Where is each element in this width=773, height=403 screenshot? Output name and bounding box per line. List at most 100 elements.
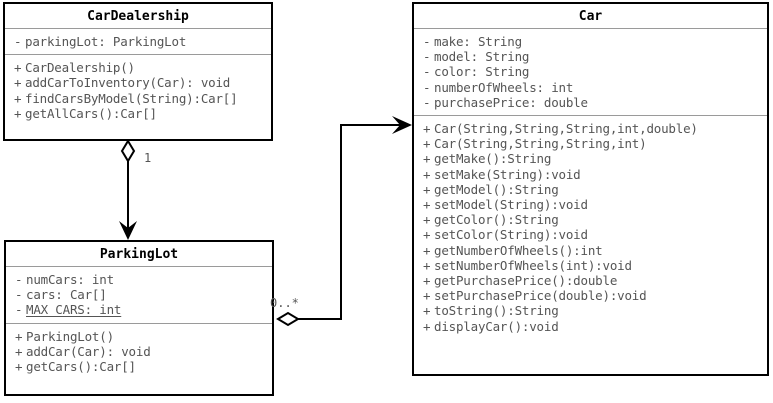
aggregation-line-orthogonal <box>296 124 410 320</box>
aggregation-diamond-parkinglot <box>276 311 300 327</box>
visibility-marker: + <box>423 257 431 273</box>
member-signature: setModel(String):void <box>434 197 588 213</box>
multiplicity-label-parkinglot-car: 0..* <box>270 296 299 310</box>
visibility-marker: + <box>423 121 431 137</box>
method-row: +addCarToInventory(Car): void <box>5 75 271 90</box>
member-signature: ParkingLot() <box>26 328 114 344</box>
method-row: +setMake(String):void <box>414 167 767 182</box>
class-title-car: Car <box>578 9 603 24</box>
methods-compartment-car-dealership: +CarDealership() +addCarToInventory(Car)… <box>5 55 271 126</box>
class-title-car-dealership: CarDealership <box>87 9 189 24</box>
visibility-marker: - <box>423 49 431 65</box>
visibility-marker: + <box>423 273 431 289</box>
method-row: +addCar(Car): void <box>6 344 272 359</box>
visibility-marker: + <box>15 343 23 359</box>
member-signature: color: String <box>434 64 530 80</box>
compartment-separator <box>5 28 271 29</box>
visibility-marker: + <box>423 197 431 213</box>
compartment-separator <box>6 266 272 267</box>
visibility-marker: - <box>423 34 431 49</box>
method-row: +displayCar():void <box>414 319 767 334</box>
method-row: +setNumberOfWheels(int):void <box>414 258 767 273</box>
arrowhead-to-parkinglot <box>119 221 137 240</box>
arrowhead-to-car <box>392 116 412 134</box>
class-box-car-dealership[interactable]: CarDealership -parkingLot: ParkingLot +C… <box>3 2 273 141</box>
visibility-marker: + <box>423 242 431 258</box>
visibility-marker: + <box>423 288 431 304</box>
member-signature: addCar(Car): void <box>26 343 151 359</box>
member-signature: CarDealership() <box>25 60 135 76</box>
visibility-marker: + <box>423 166 431 182</box>
visibility-marker: + <box>423 136 431 152</box>
class-title-parking-lot: ParkingLot <box>99 247 179 262</box>
compartment-separator <box>414 28 767 29</box>
methods-compartment-parking-lot: +ParkingLot() +addCar(Car): void +getCar… <box>6 324 272 380</box>
method-row: +getPurchasePrice():double <box>414 273 767 288</box>
member-signature: toString():String <box>434 303 559 319</box>
visibility-marker: + <box>423 212 431 228</box>
method-row: +Car(String,String,String,int,double) <box>414 121 767 136</box>
relationship-dealership-to-parkinglot <box>119 139 137 240</box>
member-signature: Car(String,String,String,int,double) <box>434 121 698 137</box>
member-signature: getPurchasePrice():double <box>434 273 618 289</box>
method-row: +getCars():Car[] <box>6 359 272 374</box>
attribute-row: -numberOfWheels: int <box>414 80 767 95</box>
method-row: +setPurchasePrice(double):void <box>414 288 767 303</box>
method-row: +findCarsByModel(String):Car[] <box>5 91 271 106</box>
member-signature: setNumberOfWheels(int):void <box>434 257 632 273</box>
method-row: +getModel():String <box>414 182 767 197</box>
methods-compartment-car: +Car(String,String,String,int,double) +C… <box>414 116 767 339</box>
relationship-parkinglot-to-car <box>276 116 412 327</box>
member-signature: Car(String,String,String,int) <box>434 136 647 152</box>
member-signature: findCarsByModel(String):Car[] <box>25 90 238 106</box>
attribute-row-static: -MAX_CARS: int <box>6 302 272 317</box>
visibility-marker: + <box>14 60 22 76</box>
member-signature-static: MAX_CARS: int <box>26 302 122 318</box>
method-row: +CarDealership() <box>5 60 271 75</box>
member-signature: getColor():String <box>434 212 559 228</box>
visibility-marker: + <box>423 318 431 334</box>
method-row: +Car(String,String,String,int) <box>414 136 767 151</box>
member-signature: purchasePrice: double <box>434 94 588 110</box>
member-signature: numCars: int <box>26 272 114 287</box>
attribute-row: -model: String <box>414 49 767 64</box>
method-row: +setColor(String):void <box>414 227 767 242</box>
attribute-row: -color: String <box>414 64 767 79</box>
member-signature: setMake(String):void <box>434 166 581 182</box>
member-signature: numberOfWheels: int <box>434 79 574 95</box>
member-signature: getNumberOfWheels():int <box>434 242 603 258</box>
method-row: +getAllCars():Car[] <box>5 106 271 121</box>
compartment-separator <box>414 115 767 117</box>
visibility-marker: + <box>423 151 431 167</box>
visibility-marker: - <box>15 287 23 303</box>
visibility-marker: - <box>423 64 431 80</box>
aggregation-diamond-dealership <box>120 139 136 163</box>
visibility-marker: + <box>15 359 23 375</box>
attribute-row: -make: String <box>414 34 767 49</box>
member-signature: parkingLot: ParkingLot <box>25 34 187 49</box>
attributes-compartment-parking-lot: -numCars: int -cars: Car[] -MAX_CARS: in… <box>6 267 272 323</box>
method-row: +setModel(String):void <box>414 197 767 212</box>
attributes-compartment-car: -make: String -model: String -color: Str… <box>414 29 767 115</box>
method-row: +getNumberOfWheels():int <box>414 243 767 258</box>
member-signature: getMake():String <box>434 151 552 167</box>
member-signature: make: String <box>434 34 522 49</box>
member-signature: addCarToInventory(Car): void <box>25 75 231 91</box>
visibility-marker: - <box>423 94 431 110</box>
visibility-marker: + <box>14 75 22 91</box>
visibility-marker: - <box>15 272 23 287</box>
class-box-parking-lot[interactable]: ParkingLot -numCars: int -cars: Car[] -M… <box>4 240 274 396</box>
visibility-marker: + <box>423 227 431 243</box>
visibility-marker: + <box>14 90 22 106</box>
member-signature: setColor(String):void <box>434 227 588 243</box>
visibility-marker: - <box>14 34 22 49</box>
method-row: +ParkingLot() <box>6 329 272 344</box>
visibility-marker: + <box>423 303 431 319</box>
attribute-row: -parkingLot: ParkingLot <box>5 34 271 49</box>
method-row: +getMake():String <box>414 151 767 166</box>
method-row: +toString():String <box>414 303 767 318</box>
member-signature: displayCar():void <box>434 318 559 334</box>
member-signature: getCars():Car[] <box>26 359 136 375</box>
class-box-car[interactable]: Car -make: String -model: String -color:… <box>412 2 769 376</box>
